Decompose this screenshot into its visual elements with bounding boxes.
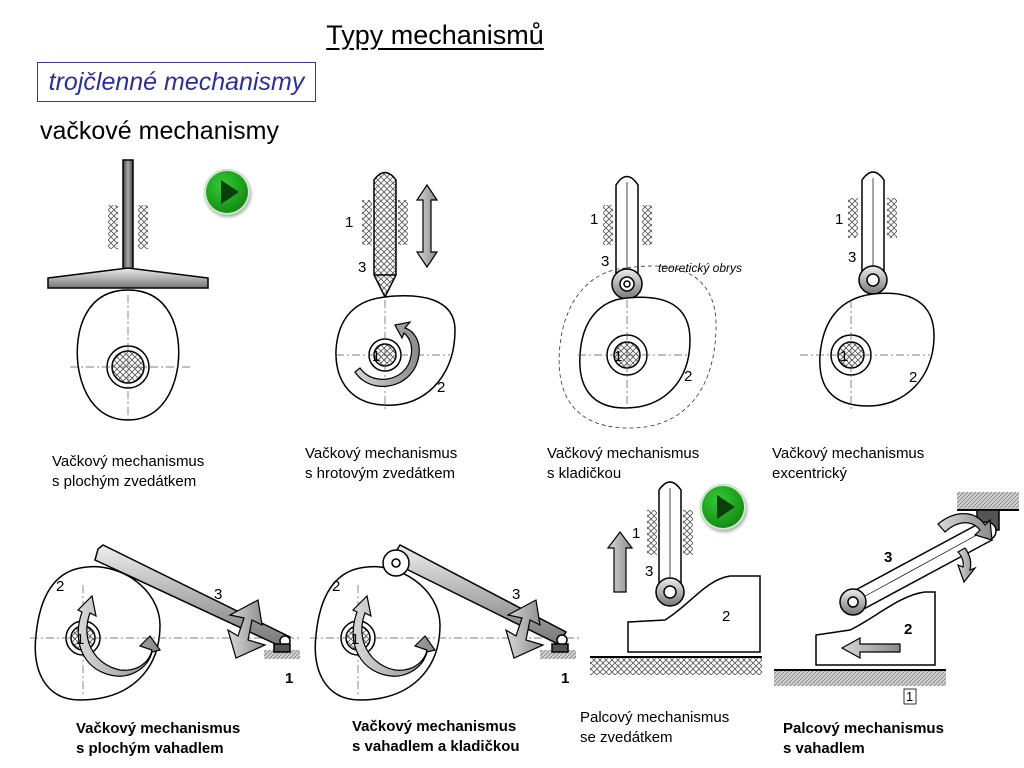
flat-rocker-mechanism [30,544,300,701]
wedge-follower-mechanism [590,481,762,675]
play-animation-button[interactable] [204,169,250,215]
label-3: 3 [645,563,653,580]
eccentric-mechanism [800,171,935,410]
play-animation-button-wedge[interactable] [700,484,746,530]
label-2: 2 [332,578,340,595]
label-1: 1 [632,525,640,542]
label-2: 2 [684,368,692,385]
label-2: 2 [909,369,917,386]
flat-follower-mechanism [47,159,209,421]
label-1: 1 [285,670,293,687]
label-1: 1 [614,348,622,365]
play-icon [717,495,735,519]
roller-rocker-mechanism [310,544,580,701]
label-3: 3 [214,586,222,603]
category-label: trojčlenné mechanismy [37,62,316,102]
label-3: 3 [848,249,856,266]
label-1: 1 [561,670,569,687]
label-3: 3 [884,549,892,566]
roller-follower-mechanism [558,175,717,429]
label-1: 1 [76,631,84,648]
label-3: 3 [512,586,520,603]
label-1: 1 [345,214,353,231]
label-1: 1 [835,211,843,228]
label-1: 1 [840,348,848,365]
section-heading: vačkové mechanismy [40,117,279,145]
label-2: 2 [56,578,64,595]
theoretical-outline-label: teoretický obrys [658,261,742,275]
label-3: 3 [358,259,366,276]
page-title: Typy mechanismů [326,20,544,50]
play-icon [221,180,239,204]
label-1-ground: 1 [906,689,913,704]
label-1: 1 [351,631,359,648]
wedge-rocker-mechanism [774,492,1019,686]
label-2: 2 [722,608,730,625]
label-2: 2 [904,621,912,638]
label-1: 1 [590,211,598,228]
label-2: 2 [437,379,445,396]
label-1: 1 [372,348,380,365]
label-3: 3 [601,253,609,270]
pointed-follower-mechanism [335,171,456,410]
